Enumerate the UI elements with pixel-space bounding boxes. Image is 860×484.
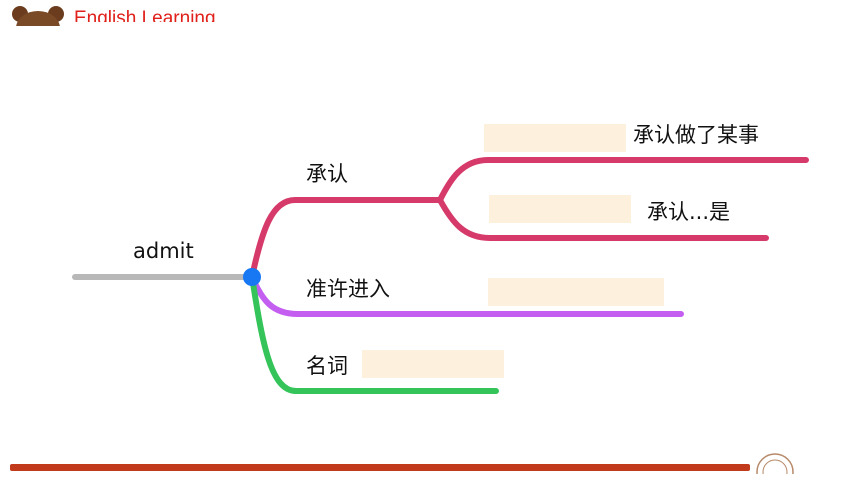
root-label: admit xyxy=(133,239,194,263)
center-node-dot xyxy=(243,268,261,286)
answer-mask-4 xyxy=(362,350,504,378)
branch-label-2: 准许进入 xyxy=(306,277,390,301)
seal-icon xyxy=(748,452,802,474)
sub-label-1: 承认做了某事 xyxy=(633,123,759,147)
branch-label-1: 承认 xyxy=(306,162,348,186)
branch-line-1 xyxy=(249,197,443,280)
answer-mask-2 xyxy=(489,195,631,223)
branch-line-3 xyxy=(249,274,499,394)
sub-branch-line-1 xyxy=(437,157,809,203)
header-clip xyxy=(0,22,860,52)
answer-mask-3 xyxy=(488,278,664,306)
sub-branch-line-2 xyxy=(437,197,769,241)
answer-mask-1 xyxy=(484,124,626,152)
branch-label-3: 名词 xyxy=(306,354,348,378)
footer-bar xyxy=(10,464,750,471)
sub-label-2: 承认...是 xyxy=(647,200,730,224)
bear-logo-icon xyxy=(10,4,66,26)
